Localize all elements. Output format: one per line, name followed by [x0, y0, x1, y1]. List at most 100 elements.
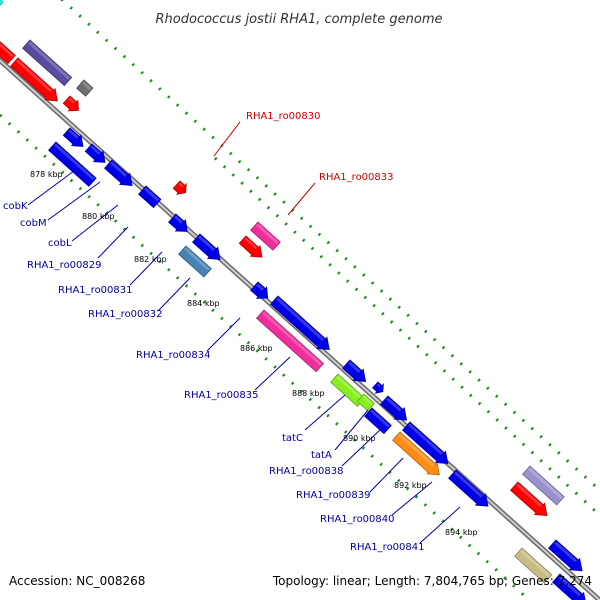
- gene-tatC[interactable]: [330, 373, 366, 407]
- gene-label-ro00839[interactable]: RHA1_ro00839: [296, 490, 371, 501]
- gene-blue-mid-highlight: [256, 283, 264, 291]
- feature-gray-small[interactable]: [76, 79, 94, 97]
- gene-cyan-corner-highlight: [0, 0, 2, 4]
- feature-red-upper[interactable]: [10, 57, 58, 102]
- gene-khaki-highlight: [520, 549, 551, 577]
- feature-red-topleft-highlight: [0, 42, 14, 58]
- gene-label-cobK[interactable]: cobK: [3, 201, 28, 212]
- gene-label-ro00829[interactable]: RHA1_ro00829: [27, 260, 102, 271]
- gene-ro00832[interactable]: [178, 245, 212, 278]
- gene-label-ro00830[interactable]: RHA1_ro00830: [246, 111, 321, 122]
- gene-ro00834-highlight: [276, 297, 325, 342]
- gene-label-ro00834[interactable]: RHA1_ro00834: [136, 350, 211, 361]
- gene-label-tatC[interactable]: tatC: [282, 433, 303, 444]
- leader-ro00838: [341, 429, 381, 467]
- gene-blue-right-a[interactable]: [342, 359, 367, 382]
- gene-ro00834[interactable]: [270, 295, 330, 351]
- gene-ro00840[interactable]: [392, 431, 440, 476]
- gene-labels: cobK cobM cobL RHA1_ro00829 RHA1_ro00831…: [3, 111, 425, 553]
- tick-label-880: 880 kbp: [82, 212, 115, 221]
- gene-light-purple-highlight: [528, 467, 563, 499]
- gene-arrow-a-highlight: [68, 129, 79, 139]
- gene-cobK-highlight: [54, 143, 95, 181]
- leader-ro00831: [129, 251, 163, 286]
- gene-ro00840-highlight: [398, 433, 435, 467]
- gene-blue-tiny[interactable]: [372, 381, 384, 394]
- gene-arrow-b[interactable]: [84, 143, 106, 163]
- gene-label-ro00841[interactable]: RHA1_ro00841: [350, 542, 425, 553]
- gene-arrow-b-highlight: [90, 145, 101, 155]
- leader-ro00835: [254, 356, 291, 391]
- gene-cobL[interactable]: [138, 185, 162, 209]
- leader-ro00832: [157, 277, 191, 312]
- gene-blue-corner-highlight: [558, 575, 581, 597]
- gene-cyan-corner[interactable]: [0, 0, 4, 11]
- leader-cobL: [71, 204, 119, 242]
- gene-ro00839-highlight: [408, 423, 443, 455]
- tick-label-884: 884 kbp: [187, 299, 220, 308]
- feature-red-small-highlight: [68, 97, 76, 104]
- gene-features: [0, 0, 586, 600]
- gene-red-mid[interactable]: [238, 235, 263, 258]
- gene-ro00831[interactable]: [192, 233, 221, 260]
- leader-tatC: [304, 394, 346, 431]
- gene-red-right[interactable]: [510, 481, 548, 516]
- tick-labels: 878 kbp 880 kbp 882 kbp 884 kbp 886 kbp …: [30, 170, 478, 537]
- gene-label-tatA[interactable]: tatA: [311, 450, 332, 461]
- gene-label-ro00838[interactable]: RHA1_ro00838: [269, 466, 344, 477]
- feature-purple-top[interactable]: [22, 39, 73, 87]
- gene-ro00835-highlight: [262, 311, 323, 366]
- gene-label-cobM[interactable]: cobM: [20, 218, 47, 229]
- gene-arrow-a[interactable]: [62, 127, 84, 147]
- gene-blue-corner[interactable]: [552, 573, 587, 600]
- feature-gray-small-highlight: [82, 81, 92, 91]
- gene-cobM[interactable]: [104, 159, 133, 186]
- gene-ro00833[interactable]: [250, 221, 281, 251]
- feature-red-upper-highlight: [16, 59, 53, 93]
- gene-label-ro00833[interactable]: RHA1_ro00833: [319, 172, 394, 183]
- gene-label-ro00835[interactable]: RHA1_ro00835: [184, 390, 259, 401]
- gene-blue-mid[interactable]: [250, 281, 269, 299]
- gene-label-ro00840[interactable]: RHA1_ro00840: [320, 514, 395, 525]
- gene-light-purple[interactable]: [522, 465, 565, 506]
- genome-summary-text: Topology: linear; Length: 7,804,765 bp; …: [272, 574, 592, 588]
- gene-ro00832-highlight: [184, 247, 210, 271]
- leader-tatA: [334, 409, 369, 451]
- gene-ro00830[interactable]: [172, 180, 187, 195]
- tick-label-886: 886 kbp: [240, 344, 273, 353]
- gene-blue-right-c[interactable]: [548, 539, 583, 572]
- gene-blue-tiny-highlight: [376, 383, 381, 388]
- gene-blue-right-a-highlight: [348, 361, 361, 373]
- leader-ro00834: [206, 317, 241, 352]
- tick-label-890: 890 kbp: [343, 434, 376, 443]
- leader-ro00839: [369, 457, 404, 493]
- tick-label-878: 878 kbp: [30, 170, 63, 179]
- gene-ro00829[interactable]: [168, 213, 188, 232]
- gene-ro00839[interactable]: [402, 421, 449, 465]
- leader-cobM: [47, 181, 101, 221]
- gene-label-ro00831[interactable]: RHA1_ro00831: [58, 285, 133, 296]
- tick-label-888: 888 kbp: [292, 389, 325, 398]
- gene-tatA-highlight: [362, 395, 373, 406]
- map-title: Rhodococcus jostii RHA1, complete genome: [156, 12, 443, 27]
- feature-red-topleft[interactable]: [0, 38, 16, 65]
- gene-ro00841-highlight: [454, 471, 483, 498]
- gene-label-ro00832[interactable]: RHA1_ro00832: [88, 309, 163, 320]
- gene-cobK[interactable]: [48, 141, 97, 187]
- gene-ro00841[interactable]: [448, 469, 489, 507]
- gene-ro00835[interactable]: [256, 309, 325, 373]
- gene-ro00838[interactable]: [380, 395, 408, 421]
- gene-ro00831-highlight: [198, 235, 215, 251]
- tick-label-894: 894 kbp: [445, 528, 478, 537]
- gene-tatC-highlight: [336, 375, 364, 401]
- gene-label-cobL[interactable]: cobL: [48, 238, 72, 249]
- leader-ro00840: [391, 481, 433, 516]
- feature-red-small[interactable]: [62, 95, 79, 112]
- gene-red-mid-highlight: [244, 237, 258, 250]
- accession-text: Accession: NC_008268: [9, 574, 145, 588]
- gene-khaki[interactable]: [514, 547, 553, 584]
- gene-blue-right-b[interactable]: [364, 407, 392, 435]
- gene-blue-right-c-highlight: [554, 541, 577, 563]
